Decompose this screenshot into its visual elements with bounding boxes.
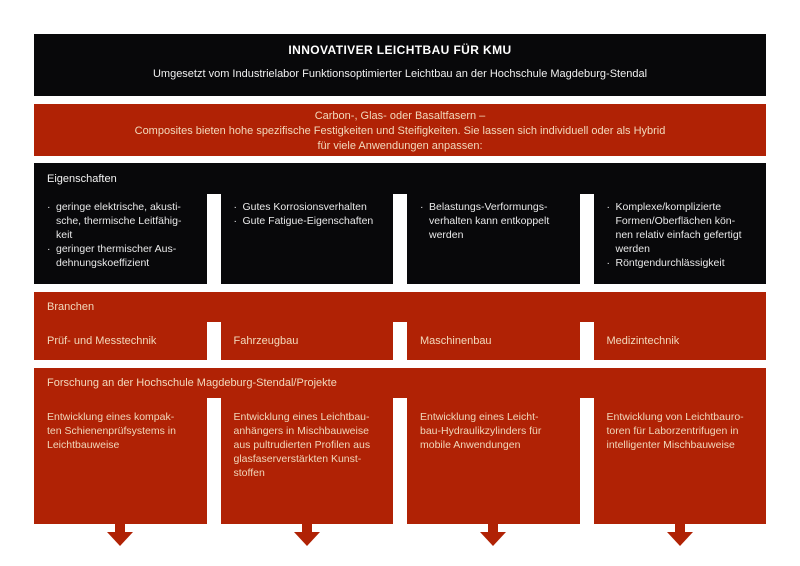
project-text: Entwicklung von Leichtbauro- toren für L… (606, 411, 744, 451)
bullet-icon: · (606, 201, 611, 213)
bullet-icon: · (47, 243, 51, 255)
bullet-icon: · (420, 201, 424, 213)
project-box: Entwicklung eines Leichtbau- anhängers i… (220, 398, 393, 524)
project-box: Entwicklung von Leichtbauro- toren für L… (593, 398, 766, 524)
project-text: Entwicklung eines kompak- ten Schienenpr… (47, 411, 176, 451)
down-arrow-icon (407, 524, 580, 546)
section-branchen: Branchen Prüf- und Messtechnik Fahrzeugb… (34, 292, 766, 360)
property-item: · Gute Fatigue-Eigenschaften (234, 214, 386, 228)
project-column-3: Entwicklung eines Leicht- bau-Hydraulikz… (407, 398, 580, 546)
bullet-icon: · (233, 215, 238, 227)
section-forschung: Forschung an der Hochschule Magdeburg-St… (34, 368, 766, 546)
down-arrow-icon (34, 524, 207, 546)
branch-maschinenbau: Maschinenbau (407, 322, 580, 360)
intro-text: Carbon-, Glas- oder Basaltfasern – Compo… (134, 110, 666, 152)
eigenschaften-column-2: · Gutes Korrosionsverhalten · Gute Fatig… (220, 194, 393, 284)
bullet-icon: · (233, 201, 238, 213)
property-item: · geringer thermischer Aus- dehnungskoef… (47, 242, 199, 270)
branchen-heading: Branchen (34, 292, 766, 322)
branch-fahrzeugbau: Fahrzeugbau (220, 322, 393, 360)
section-eigenschaften: Eigenschaften · geringe elektrische, aku… (34, 163, 766, 284)
forschung-columns: Entwicklung eines kompak- ten Schienenpr… (34, 398, 766, 546)
property-text: geringer thermischer Aus- dehnungskoeffi… (56, 243, 177, 269)
property-text: Gute Fatigue-Eigenschaften (242, 215, 374, 227)
property-text: Gutes Korrosionsverhalten (242, 201, 367, 213)
bullet-icon: · (47, 201, 51, 213)
project-text: Entwicklung eines Leicht- bau-Hydraulikz… (420, 411, 542, 451)
down-arrow-icon (221, 524, 394, 546)
bullet-icon: · (606, 257, 611, 269)
eigenschaften-column-4: · Komplexe/komplizierte Formen/Oberfläch… (593, 194, 766, 284)
content-area: INNOVATIVER LEICHTBAU FÜR KMU Umgesetzt … (34, 34, 766, 546)
eigenschaften-column-3: · Belastungs-Verformungs- verhalten kann… (407, 194, 580, 284)
branch-medizintechnik: Medizintechnik (593, 322, 766, 360)
property-text: geringe elektrische, akusti- sche, therm… (56, 201, 182, 241)
project-column-2: Entwicklung eines Leichtbau- anhängers i… (220, 398, 394, 546)
eigenschaften-column-1: · geringe elektrische, akusti- sche, the… (34, 194, 207, 284)
project-column-4: Entwicklung von Leichtbauro- toren für L… (593, 398, 767, 546)
property-item: · Belastungs-Verformungs- verhalten kann… (420, 200, 572, 242)
branchen-columns: Prüf- und Messtechnik Fahrzeugbau Maschi… (34, 322, 766, 360)
eigenschaften-columns: · geringe elektrische, akusti- sche, the… (34, 194, 766, 284)
project-text: Entwicklung eines Leichtbau- anhängers i… (233, 411, 371, 479)
down-arrow-icon (594, 524, 767, 546)
intro-banner: Carbon-, Glas- oder Basaltfasern – Compo… (34, 104, 766, 156)
property-text: Röntgendurchlässigkeit (615, 257, 725, 269)
project-column-1: Entwicklung eines kompak- ten Schienenpr… (34, 398, 207, 546)
property-item: · geringe elektrische, akusti- sche, the… (47, 200, 199, 242)
property-text: Komplexe/komplizierte Formen/Oberflächen… (615, 201, 742, 255)
page-title: INNOVATIVER LEICHTBAU FÜR KMU (288, 43, 512, 57)
eigenschaften-heading: Eigenschaften (34, 163, 766, 194)
property-item: · Röntgendurchlässigkeit (607, 256, 759, 270)
property-text: Belastungs-Verformungs- verhalten kann e… (429, 201, 550, 241)
project-box: Entwicklung eines Leicht- bau-Hydraulikz… (407, 398, 580, 524)
forschung-heading: Forschung an der Hochschule Magdeburg-St… (34, 368, 766, 398)
header-block: INNOVATIVER LEICHTBAU FÜR KMU Umgesetzt … (34, 34, 766, 96)
branch-pruef-und-messtechnik: Prüf- und Messtechnik (34, 322, 207, 360)
property-item: · Gutes Korrosionsverhalten (234, 200, 386, 214)
project-box: Entwicklung eines kompak- ten Schienenpr… (34, 398, 207, 524)
property-item: · Komplexe/komplizierte Formen/Oberfläch… (607, 200, 759, 256)
page-subtitle: Umgesetzt vom Industrielabor Funktionsop… (152, 68, 648, 80)
